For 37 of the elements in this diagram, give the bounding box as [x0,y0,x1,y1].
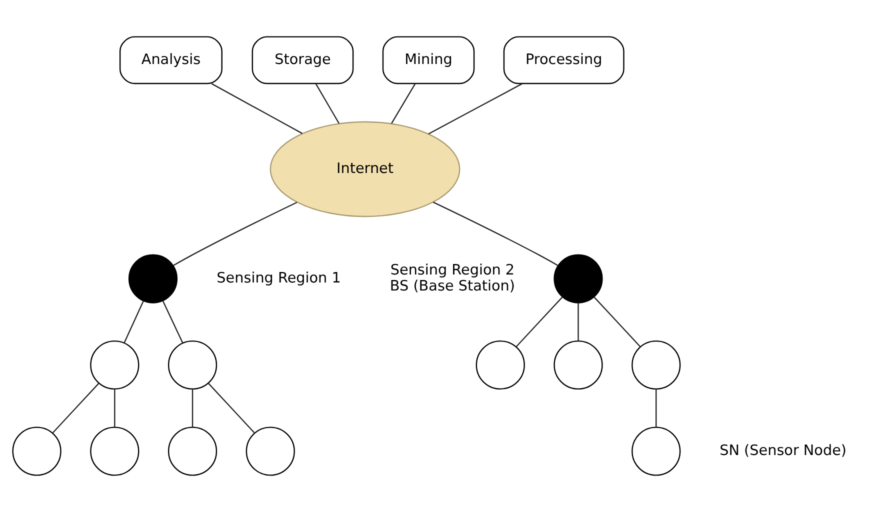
connector [391,84,416,124]
node-circle [632,426,681,476]
connector [208,382,256,434]
node-circle [168,426,218,476]
connector [52,382,100,434]
connector [656,389,657,428]
node-circle [632,340,681,390]
node-label: Sensing Region 1 [216,270,341,286]
connector [428,83,522,134]
node-box: Storage [252,36,354,84]
node-circle [12,426,62,476]
connector [114,389,116,428]
node-circle [128,254,178,304]
node-box: Analysis [119,36,222,84]
connector [162,300,184,343]
node-circle [246,426,295,476]
node-label: BS (Base Station) [390,278,515,294]
node-box: Mining [382,36,475,84]
connector [124,300,144,344]
connector [173,202,298,266]
node-circle [90,426,140,476]
connector [594,296,641,348]
node-box: Processing [503,36,624,84]
node-circle [554,254,603,304]
node-ellipse: Internet [270,121,460,218]
connector [516,296,563,348]
node-circle [168,340,218,390]
connector [578,302,579,341]
node-circle [476,340,525,390]
connector [192,389,194,428]
connector [315,84,340,124]
node-label: Sensing Region 2 [390,262,515,279]
node-circle [554,340,603,390]
connector [432,202,558,266]
connector [211,83,303,134]
label: SN (Sensor Node) [720,442,847,459]
node-circle [90,340,140,390]
